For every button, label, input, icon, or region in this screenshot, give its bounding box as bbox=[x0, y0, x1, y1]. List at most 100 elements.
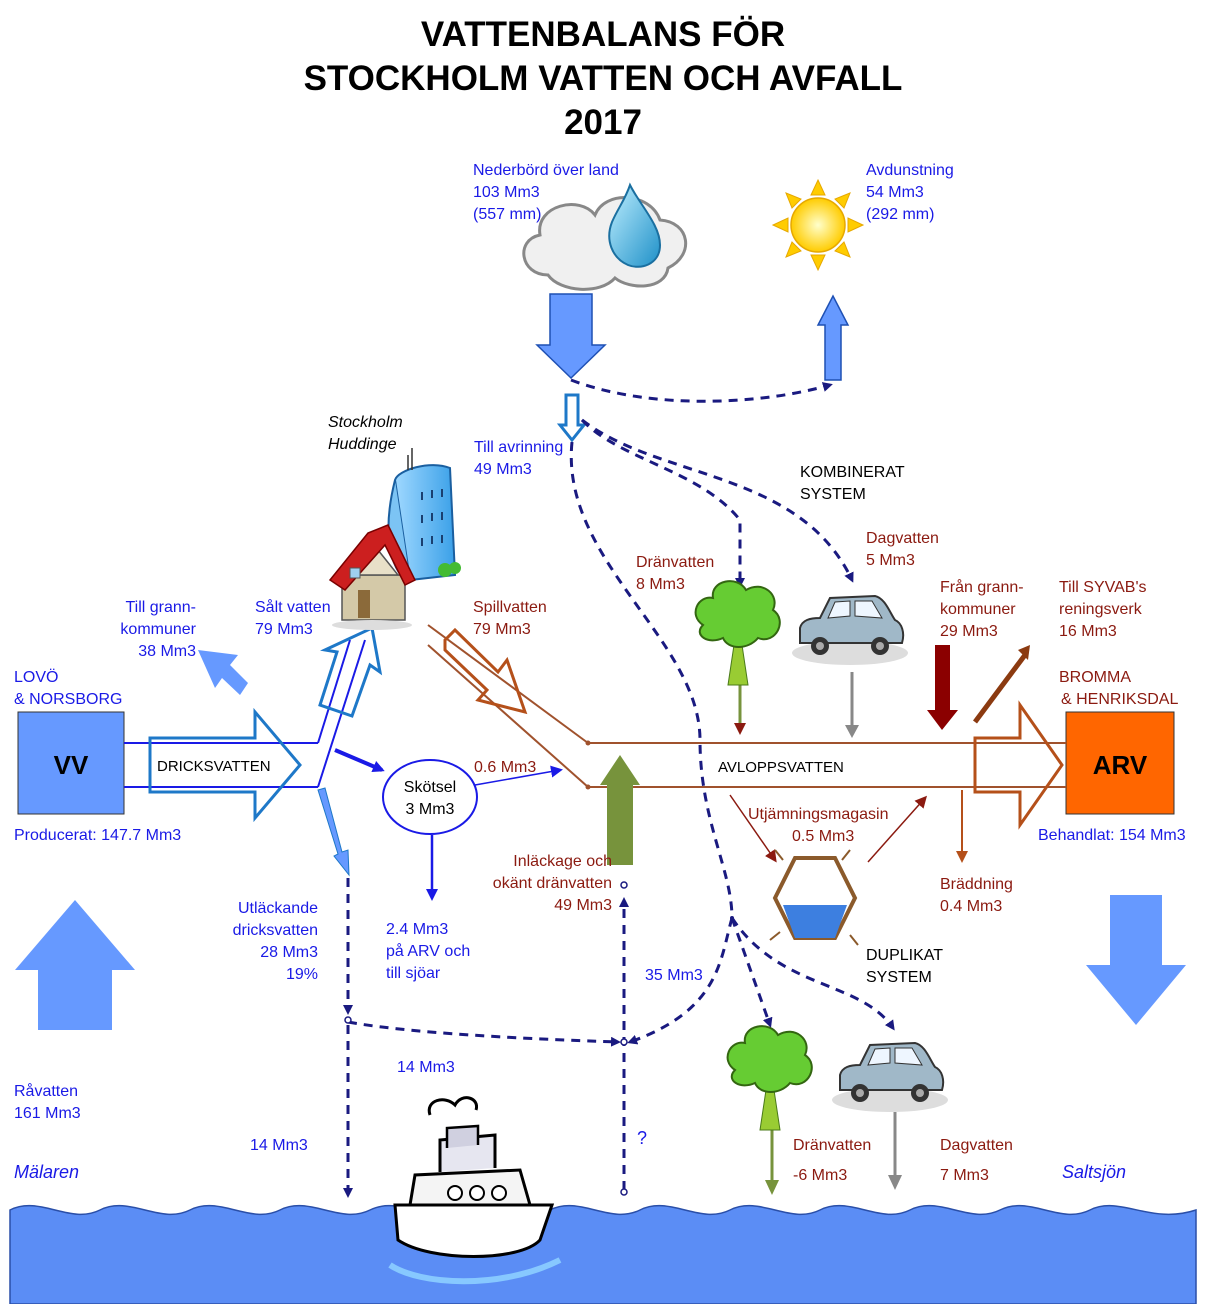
duplicate-drainage-volume: -6 Mm3 bbox=[793, 1167, 848, 1184]
lake-saltsjon-label: Saltsjön bbox=[1062, 1162, 1127, 1182]
to-syvab-volume: 16 Mm3 bbox=[1059, 623, 1117, 640]
leakage-volume: 28 Mm3 bbox=[260, 944, 318, 961]
combined-stormwater-label: Dagvatten bbox=[866, 530, 939, 547]
to-neighbours-line-2: kommuner bbox=[120, 621, 196, 638]
storage-label: Utjämningsmagasin bbox=[748, 806, 889, 823]
maintenance-line-1: Skötsel bbox=[403, 779, 457, 796]
arv-plants-line-1: BROMMA bbox=[1059, 669, 1131, 686]
sold-water-label: Sålt vatten bbox=[255, 599, 331, 616]
to-syvab-line-2: reningsverk bbox=[1059, 601, 1142, 618]
unknown-label: ? bbox=[637, 1128, 648, 1148]
combined-system-line-1: KOMBINERAT bbox=[800, 464, 905, 481]
from-neighbours-line-2: kommuner bbox=[940, 601, 1016, 618]
sold-water-arrow bbox=[318, 625, 383, 718]
maintenance-line-2: 3 Mm3 bbox=[405, 801, 455, 818]
outflow-arrow bbox=[1086, 895, 1186, 1025]
infiltration-arrow bbox=[600, 755, 640, 865]
lake-malaren-label: Mälaren bbox=[14, 1162, 80, 1182]
combined-stormwater-volume: 5 Mm3 bbox=[866, 552, 915, 569]
cloud bbox=[522, 182, 687, 291]
maintenance-rest-line-3: till sjöar bbox=[386, 965, 441, 982]
wastewater-arrow bbox=[443, 627, 528, 715]
to-neighbours-arrow bbox=[198, 650, 248, 695]
maintenance-rest-line-2: på ARV och bbox=[386, 943, 471, 960]
vv-produced: Producerat: 147.7 Mm3 bbox=[14, 827, 182, 844]
runoff-35-volume: 35 Mm3 bbox=[645, 967, 703, 984]
precipitation-label: Nederbörd över land bbox=[473, 162, 619, 179]
sewage-arrow bbox=[973, 700, 1064, 830]
title-line-2: STOCKHOLM VATTEN OCH AVFALL bbox=[303, 59, 903, 98]
evaporation-depth: (292 mm) bbox=[866, 206, 935, 223]
precipitation-volume: 103 Mm3 bbox=[473, 184, 540, 201]
raw-water-volume: 161 Mm3 bbox=[14, 1105, 81, 1122]
tree-duplicate bbox=[726, 1025, 813, 1131]
overflow-volume: 0.4 Mm3 bbox=[940, 898, 1003, 915]
maintenance-ellipse bbox=[382, 759, 478, 835]
sun bbox=[771, 178, 865, 272]
vv-label: VV bbox=[53, 750, 89, 780]
leakage-line-1: Utläckande bbox=[237, 900, 318, 917]
maintenance-to-arv-volume: 0.6 Mm3 bbox=[474, 759, 537, 776]
from-neighbours-volume: 29 Mm3 bbox=[940, 623, 998, 640]
car-duplicate bbox=[832, 1041, 948, 1112]
leak-arrow bbox=[317, 787, 350, 877]
combined-drainage-label: Dränvatten bbox=[636, 554, 715, 571]
boat bbox=[388, 1096, 562, 1285]
precipitation-arrow bbox=[535, 293, 607, 380]
overflow-label: Bräddning bbox=[940, 876, 1013, 893]
storage-volume: 0.5 Mm3 bbox=[792, 828, 855, 845]
evaporation-label: Avdunstning bbox=[866, 162, 954, 179]
to-neighbours-volume: 38 Mm3 bbox=[138, 643, 196, 660]
duplicate-stormwater-label: Dagvatten bbox=[940, 1137, 1013, 1154]
house bbox=[328, 524, 417, 630]
infiltration-volume: 49 Mm3 bbox=[554, 897, 612, 914]
to-neighbours-line-1: Till grann- bbox=[125, 599, 196, 616]
sewage-label: AVLOPPSVATTEN bbox=[718, 759, 844, 776]
tree-combined bbox=[694, 580, 781, 686]
vv-box bbox=[17, 711, 125, 815]
storage-tank bbox=[769, 849, 859, 946]
raw-water-label: Råvatten bbox=[14, 1083, 79, 1100]
duplicate-system-line-1: DUPLIKAT bbox=[866, 947, 944, 964]
sold-water-volume: 79 Mm3 bbox=[255, 621, 313, 638]
from-neighbours-arrow bbox=[927, 645, 958, 730]
car-combined bbox=[792, 594, 908, 665]
runoff-label: Till avrinning bbox=[474, 439, 564, 456]
leak-to-lake-volume: 14 Mm3 bbox=[250, 1137, 308, 1154]
raw-water-arrow bbox=[15, 900, 135, 1030]
evaporation-arrow bbox=[816, 294, 850, 381]
to-syvab-line-1: Till SYVAB's bbox=[1059, 579, 1147, 596]
evaporation-volume: 54 Mm3 bbox=[866, 184, 924, 201]
wastewater-label: Spillvatten bbox=[473, 599, 547, 616]
leakage-line-2: dricksvatten bbox=[232, 922, 318, 939]
vv-plants-line-2: & NORSBORG bbox=[14, 691, 123, 708]
sea bbox=[9, 1204, 1197, 1304]
arv-treated: Behandlat: 154 Mm3 bbox=[1038, 827, 1186, 844]
drinking-water-label: DRICKSVATTEN bbox=[157, 758, 271, 775]
arv-box bbox=[1065, 711, 1175, 815]
combined-system-line-2: SYSTEM bbox=[800, 486, 866, 503]
duplicate-stormwater-volume: 7 Mm3 bbox=[940, 1167, 989, 1184]
arv-plants-line-2: & HENRIKSDAL bbox=[1061, 691, 1179, 708]
runoff-volume: 49 Mm3 bbox=[474, 461, 532, 478]
duplicate-system-line-2: SYSTEM bbox=[866, 969, 932, 986]
from-neighbours-line-1: Från grann- bbox=[940, 579, 1024, 596]
city-line-1: Stockholm bbox=[328, 414, 403, 431]
precipitation-depth: (557 mm) bbox=[473, 206, 542, 223]
runoff-arrow bbox=[556, 393, 588, 443]
leakage-percent: 19% bbox=[285, 966, 318, 983]
drinking-water-arrow bbox=[148, 707, 302, 823]
infiltration-line-2: okänt dränvatten bbox=[492, 875, 612, 892]
title-line-3: 2017 bbox=[564, 103, 642, 142]
city-line-2: Huddinge bbox=[328, 436, 397, 453]
combined-drainage-volume: 8 Mm3 bbox=[636, 576, 685, 593]
infiltration-line-1: Inläckage och bbox=[513, 853, 612, 870]
duplicate-drainage-label: Dränvatten bbox=[793, 1137, 872, 1154]
title-line-1: VATTENBALANS FÖR bbox=[420, 15, 786, 54]
leak-to-junction-volume: 14 Mm3 bbox=[397, 1059, 455, 1076]
vv-plants-line-1: LOVÖ bbox=[14, 669, 59, 686]
maintenance-rest-volume: 2.4 Mm3 bbox=[386, 921, 449, 938]
wastewater-volume: 79 Mm3 bbox=[473, 621, 531, 638]
